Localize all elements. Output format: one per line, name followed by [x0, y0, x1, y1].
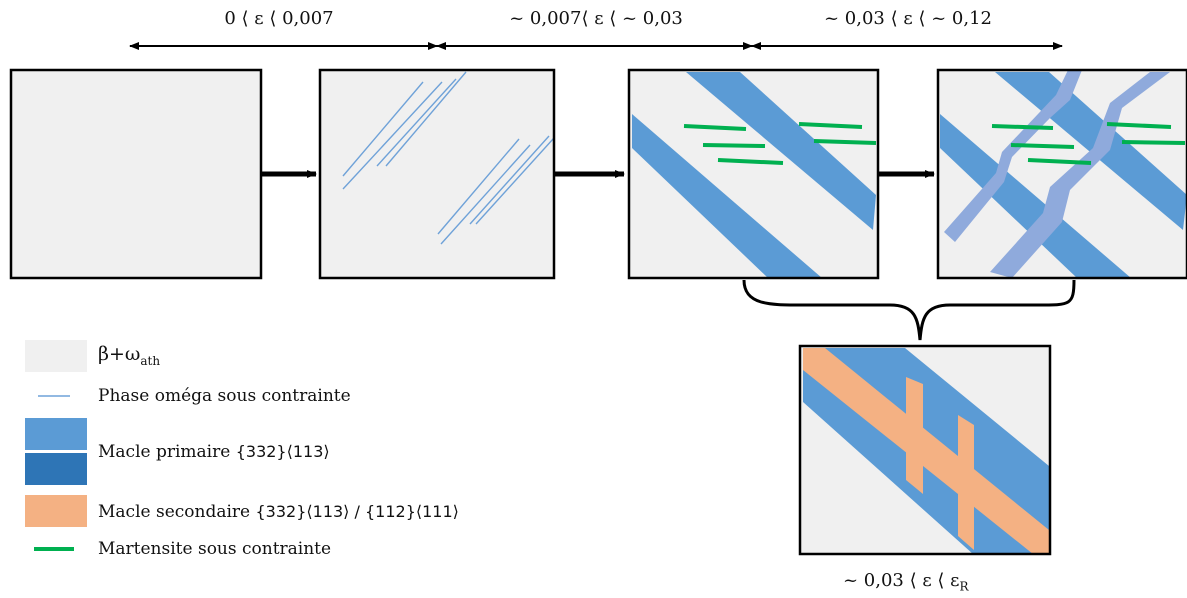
panel-initial	[9, 68, 263, 280]
legend-swatch-matrix	[25, 340, 87, 372]
panel-primary-twins	[627, 68, 880, 280]
primary-twin-band	[632, 114, 822, 278]
grouping-brace	[742, 279, 1076, 341]
legend-omega-label: Phase oméga sous contrainte	[98, 386, 351, 406]
legend-swatch-primary-light	[25, 418, 87, 450]
legend-secondary-label: Macle secondaire {332}⟨113⟩ / {112}⟨111⟩	[98, 502, 459, 522]
panel-zoom	[798, 344, 1052, 556]
secondary-twin-band	[803, 348, 1049, 554]
panel-omega	[318, 68, 556, 280]
legend-swatch-secondary	[25, 495, 87, 527]
legend-swatch-primary-dark	[25, 453, 87, 485]
secondary-twin-band	[944, 70, 1082, 242]
range-label-2: ~ 0,007⟨ ε ⟨ ~ 0,03	[509, 8, 683, 29]
legend-matrix-label: β+ωath	[98, 343, 161, 368]
martensite-laths	[683, 122, 877, 165]
martensite-laths	[991, 122, 1186, 165]
panel-secondary-twins	[936, 68, 1187, 280]
primary-twin-band	[686, 72, 876, 230]
omega-lines	[342, 71, 554, 245]
range-label-1: 0 ⟨ ε ⟨ 0,007	[224, 8, 334, 29]
secondary-twin-band	[990, 72, 1170, 278]
secondary-twin-band	[958, 415, 974, 550]
secondary-twin-band	[906, 377, 923, 494]
legend-martensite-label: Martensite sous contrainte	[98, 539, 332, 559]
legend-primary-label: Macle primaire {332}⟨113⟩	[98, 442, 330, 462]
range-label-zoom: ~ 0,03 ⟨ ε ⟨ εR	[843, 570, 969, 594]
range-label-3: ~ 0,03 ⟨ ε ⟨ ~ 0,12	[823, 8, 993, 29]
